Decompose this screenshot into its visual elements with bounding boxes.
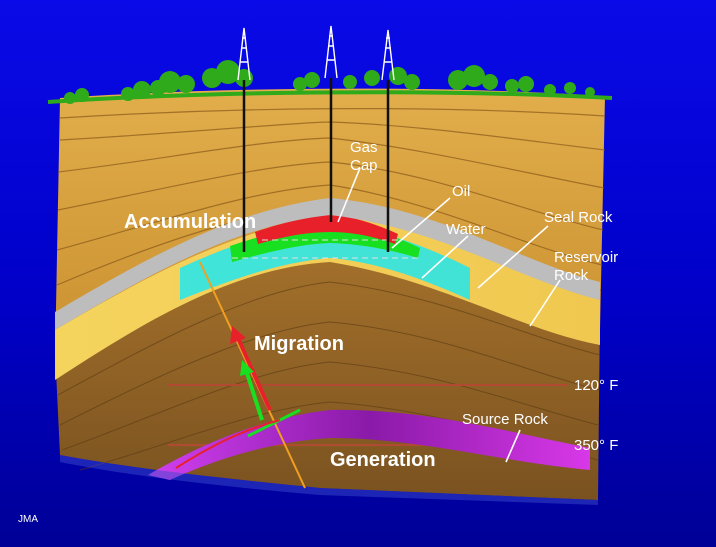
label-reservoir-rock-2: Rock [554,267,589,284]
ground-surface [47,90,613,104]
block-bottom [60,455,598,505]
label-gas-cap-1: Gas [350,139,378,156]
pointer-lines [337,167,561,463]
tree-icon [64,60,595,104]
label-gas-cap-2: Cap [350,157,378,174]
gas-cap [255,215,398,244]
label-temp-120: 120° F [574,377,618,394]
label-accumulation: Accumulation [124,211,256,233]
label-seal-rock: Seal Rock [544,209,613,226]
label-temp-350: 350° F [574,437,618,454]
label-water: Water [446,221,485,238]
label-reservoir-rock-1: Reservoir [554,249,618,266]
label-oil: Oil [452,183,470,200]
label-generation: Generation [330,449,436,471]
migration-arrows [175,326,301,469]
oil-derrick-icon [237,25,395,81]
reservoir-rock-layer [55,215,600,380]
fluid-contacts [232,239,420,259]
label-migration: Migration [254,333,344,355]
well-bores [242,78,390,252]
label-credit: JMA [18,514,38,525]
seal-rock-layer [55,198,600,330]
label-source-rock: Source Rock [462,411,548,428]
